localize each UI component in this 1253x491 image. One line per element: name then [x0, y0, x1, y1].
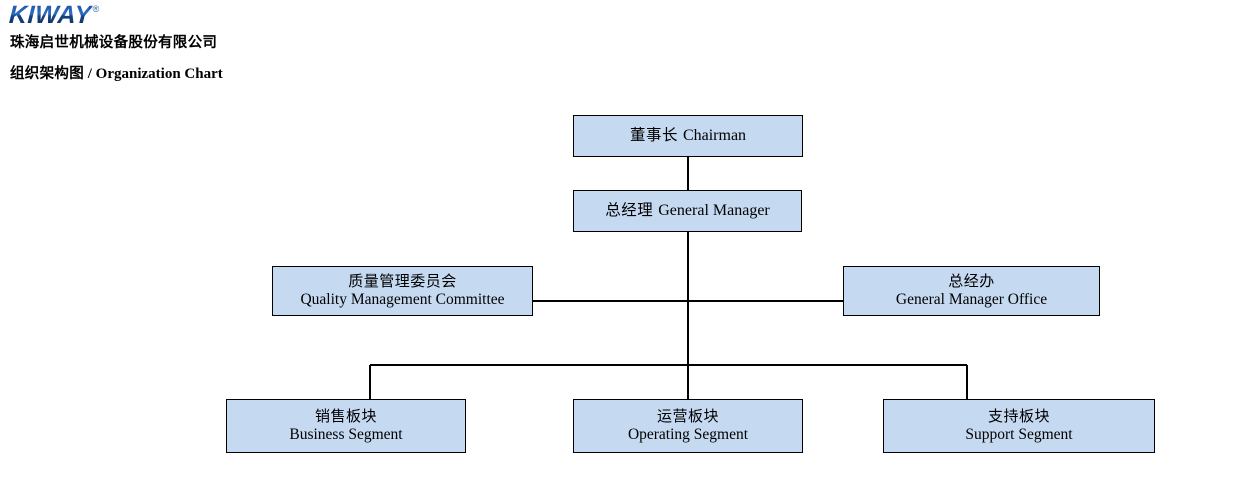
node-general-manager-office[interactable]: 总经办 General Manager Office — [843, 266, 1100, 316]
node-chairman-label-en: Chairman — [682, 126, 747, 144]
node-general-manager-label-en: General Manager — [658, 201, 770, 219]
node-general-manager-office-label-cn: 总经办 — [948, 273, 995, 291]
node-business-segment-label-cn: 销售板块 — [314, 408, 377, 426]
page-title-cn: 组织架构图 — [10, 66, 84, 82]
node-chairman-label-cn: 董事长 — [629, 126, 678, 144]
node-operating-segment-label-cn: 运营板块 — [656, 408, 719, 426]
node-quality-management-committee-label-en: Quality Management Committee — [300, 290, 505, 308]
node-chairman[interactable]: 董事长 Chairman — [573, 115, 803, 157]
page-title-separator: / — [84, 66, 96, 82]
page-header: KIWAY ® 珠海启世机械设备股份有限公司 组织架构图 / Organizat… — [0, 0, 1253, 95]
node-quality-management-committee[interactable]: 质量管理委员会 Quality Management Committee — [272, 266, 533, 316]
node-operating-segment[interactable]: 运营板块 Operating Segment — [573, 399, 803, 453]
kiway-logo: KIWAY ® — [8, 1, 100, 29]
node-quality-management-committee-label-cn: 质量管理委员会 — [348, 273, 457, 291]
node-general-manager-office-label-en: General Manager Office — [895, 290, 1048, 308]
company-name: 珠海启世机械设备股份有限公司 — [10, 35, 218, 51]
node-operating-segment-label-en: Operating Segment — [627, 425, 749, 443]
node-business-segment-label-en: Business Segment — [289, 425, 403, 443]
registered-trademark-icon: ® — [92, 4, 100, 14]
node-support-segment-label-cn: 支持板块 — [987, 408, 1050, 426]
node-general-manager-label-cn: 总经理 — [605, 201, 654, 219]
node-support-segment[interactable]: 支持板块 Support Segment — [883, 399, 1155, 453]
node-business-segment[interactable]: 销售板块 Business Segment — [226, 399, 466, 453]
node-general-manager[interactable]: 总经理 General Manager — [573, 190, 802, 232]
node-support-segment-label-en: Support Segment — [965, 425, 1073, 443]
page-title-en: Organization Chart — [95, 66, 223, 82]
page-title: 组织架构图 / Organization Chart — [10, 62, 223, 83]
